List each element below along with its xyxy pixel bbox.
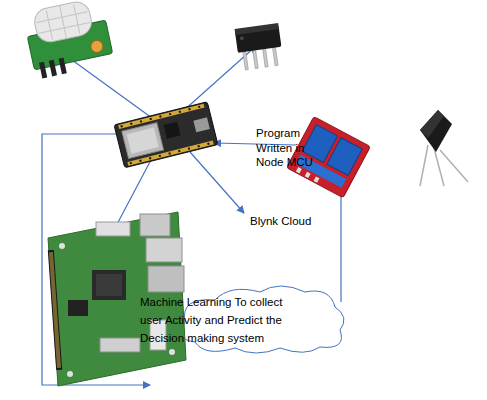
cloud-service-label: Blynk Cloud (250, 214, 340, 229)
wire-arrow (190, 152, 244, 213)
transistor-symbol (420, 110, 468, 186)
wire-line (72, 60, 152, 118)
wire-line (340, 180, 341, 302)
note-label: Program Written in Node MCU (256, 126, 316, 170)
nodemcu-board (114, 102, 218, 168)
ic-chip (235, 23, 284, 71)
node-text: Machine Learning To collect user Activit… (140, 293, 300, 347)
wire-arrow (182, 46, 256, 112)
cloud-node: Machine Learning To collect user Activit… (135, 282, 347, 354)
pir-sensor (22, 0, 114, 80)
